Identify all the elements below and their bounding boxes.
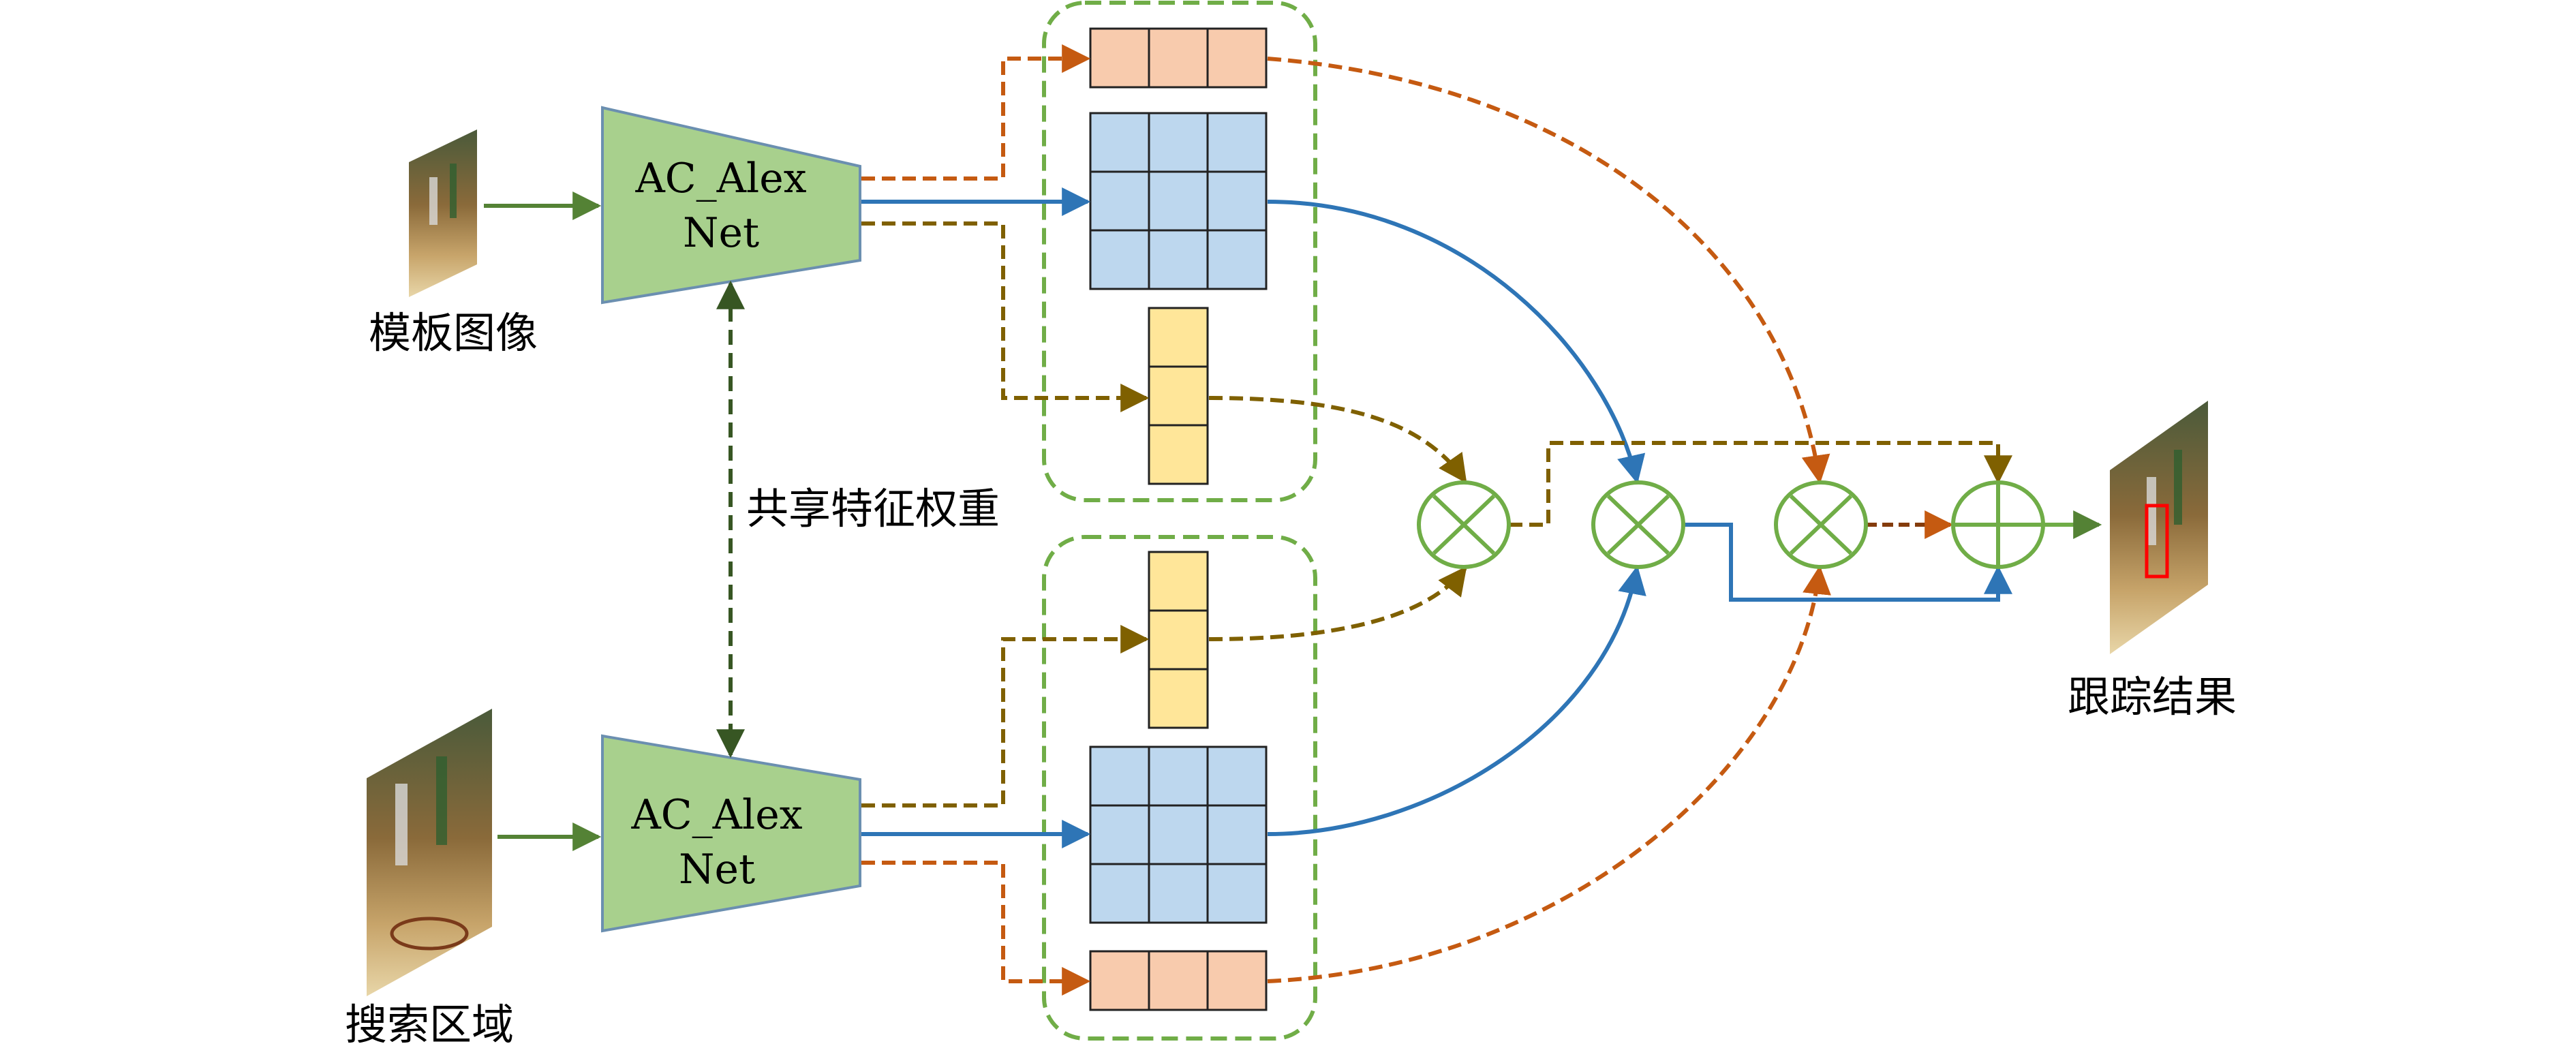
op1-to-add-connector <box>1509 441 2012 527</box>
search-orange-feature <box>1089 950 1268 1011</box>
network-top-line2: Net <box>683 209 759 257</box>
network-bottom: AC_Alex Net <box>601 734 861 933</box>
network-top-line1: AC_Alex <box>634 155 806 202</box>
search-yellow-feature <box>1148 551 1209 729</box>
bottom-yellow-to-op1 <box>1208 566 1467 641</box>
network-top: AC_Alex Net <box>601 106 861 305</box>
multiply-operator-1 <box>1417 480 1511 569</box>
top-orange-to-op3 <box>1267 57 1830 484</box>
template-image <box>409 129 477 297</box>
add-operator <box>1951 480 2045 569</box>
multiply-operator-3 <box>1774 480 1868 569</box>
tracking-result-label: 跟踪结果 <box>2068 672 2237 722</box>
op2-to-add-connector <box>1683 523 2012 602</box>
bottom-olive-connector <box>861 625 1150 807</box>
shared-weights-label: 共享特征权重 <box>746 484 1000 534</box>
bottom-blue-to-op2 <box>1267 565 1646 836</box>
top-olive-connector <box>861 221 1150 412</box>
top-orange-connector <box>861 44 1091 181</box>
bottom-orange-connector <box>861 861 1091 996</box>
network-bottom-line1: AC_Alex <box>630 791 802 839</box>
template-yellow-feature <box>1148 307 1209 485</box>
search-region-image <box>367 709 492 996</box>
tracking-result-image <box>2110 401 2208 654</box>
tracking-box-icon <box>2145 504 2169 579</box>
template-image-label: 模板图像 <box>369 308 538 358</box>
top-blue-to-op2 <box>1267 200 1646 484</box>
template-blue-feature <box>1089 112 1268 290</box>
search-blue-feature <box>1089 745 1268 924</box>
search-region-label: 搜索区域 <box>345 1000 514 1043</box>
network-bottom-line2: Net <box>679 846 755 893</box>
bottom-orange-to-op3 <box>1267 565 1831 983</box>
top-yellow-to-op1 <box>1208 396 1467 484</box>
multiply-operator-2 <box>1591 480 1685 569</box>
template-orange-feature <box>1089 27 1268 89</box>
